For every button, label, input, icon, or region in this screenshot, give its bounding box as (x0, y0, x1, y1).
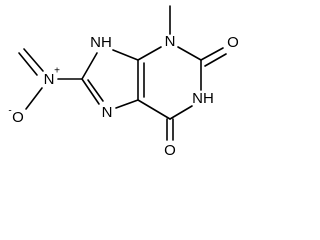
bond-n3-c2 (177, 46, 202, 61)
atom-n1h: NH (192, 90, 214, 107)
bond-nitro-o-minus (25, 87, 43, 110)
atom-o6: O (164, 142, 176, 159)
bond-c2-o2 (200, 47, 224, 61)
bond-n1-c6 (169, 105, 193, 120)
atom-nitro-o-minus: O (12, 109, 24, 126)
chemical-structure: N O NH O N NH N + O - (8, 5, 239, 159)
bond-nitro-o-top (23, 48, 44, 72)
atom-n3: N (165, 33, 176, 50)
bond-c4-n3 (137, 46, 162, 61)
atom-o2: O (227, 34, 239, 51)
atom-nitro-o-charge: - (8, 106, 11, 117)
bond-n9-c8 (81, 52, 98, 80)
bond-c8-n7 (81, 78, 100, 105)
atom-nitro-n: N (44, 71, 55, 88)
bond-c2-o2-second (204, 53, 227, 67)
bond-c4-n9 (112, 49, 139, 61)
atom-n7: N (102, 104, 113, 121)
bond-nitro-o-top-second (18, 52, 38, 76)
bond-c5-n7 (115, 99, 139, 109)
atom-nitro-n-charge: + (54, 66, 60, 77)
atom-n9h: NH (90, 34, 112, 51)
bond-c8-n7-second (87, 79, 104, 102)
bond-c6-c5 (137, 99, 171, 120)
